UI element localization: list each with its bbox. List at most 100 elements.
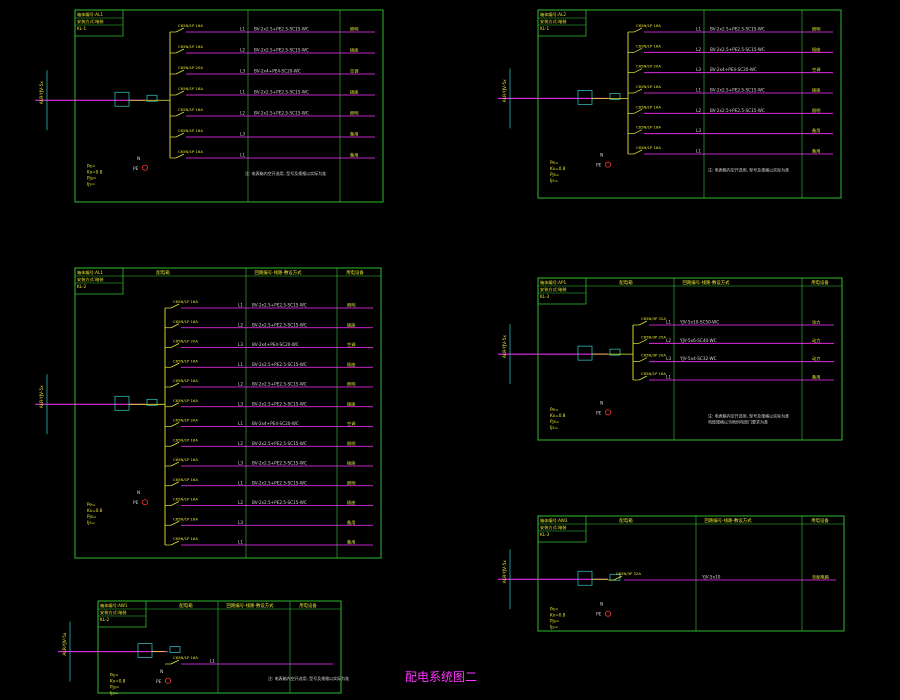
breaker-label: C65N/1P 16A [173,536,198,541]
cable-spec: BV-2x2.5+PE2.5-SC15-WC [252,382,307,387]
branch-circuit: C65N/1P 16A L3 备用 [170,128,375,138]
panel-bl: 箱体编号:AW1安装方式:暗装KL-2配电箱回路编号-线路-敷设方式用电设备AL… [58,600,349,695]
cable-spec: YJV-5x10 [701,575,721,580]
load-name: 动力 [812,355,820,362]
load-name: 备用 [812,127,820,134]
calc-value: Pe= [550,160,559,165]
neutral-label: N [160,669,163,675]
load-name: 插座 [350,47,358,54]
breaker-label: C65N/1P 16A [636,104,661,109]
cable-spec: BV-2x2.5+PE2.5-SC15-WC [252,322,307,327]
breaker-contact [170,402,180,408]
earth-label: PE [133,500,139,506]
panel-header-text: 箱体编号:AP1 [540,279,567,286]
meter-symbol [169,646,181,653]
neutral-label: N [137,156,140,162]
column-header: 回路编号-线路-敷设方式 [254,269,302,276]
panel-frame [537,9,842,199]
neutral-label: N [137,490,140,496]
breaker-label: C65N/1P 16A [178,128,203,133]
load-name: 空调 [812,66,820,73]
breaker-contact [638,339,648,344]
breaker-contact [170,382,180,388]
calc-value: Kx=0.8 [87,508,103,513]
cable-spec: BV-2x4+PE4-SC20-WC [254,69,301,74]
cable-spec: YJV-5x4-SC32-WC [679,356,717,361]
meter-symbol [609,93,621,100]
sheet-title: 配电系统图二 [405,670,477,684]
breaker-label: C65N/1P 20A [173,418,198,423]
meter-symbol [146,94,158,102]
calc-value: Pjs= [550,419,560,424]
cable-spec: BV-2x2.5+PE2.5-SC15-WC [252,441,307,446]
load-name: 动力 [812,319,820,326]
panel-header-text: KL-3 [540,294,550,299]
load-name: 插座 [347,400,355,407]
earth-marker-icon [141,164,148,171]
breaker-contact [170,461,180,467]
main-switch-symbol [114,91,130,107]
panel-header-box [537,277,587,305]
panel-frame [97,600,342,694]
phase-label: L3 [238,520,243,525]
panel-header-text: 箱体编号:AL1 [77,269,103,276]
breaker-contact [175,48,185,54]
main-switch-symbol [577,570,593,586]
neutral-label: N [600,602,603,608]
breaker-label: C65N/1P 16A [178,149,203,154]
load-name: 备用 [347,539,355,546]
panel-frame [537,515,845,632]
phase-label: L3 [240,132,245,137]
breaker-contact [170,441,180,447]
breaker-label: C65N/1P 16A [173,437,198,442]
breaker-label: C65N/1P 16A [636,125,661,130]
phase-label: L3 [238,342,243,347]
cable-spec: BV-2x2.5+PE2.5-SC15-WC [252,362,307,367]
load-name: 照明 [350,111,358,117]
load-name: 空调 [350,68,358,75]
breaker-contact [170,422,180,427]
load-name: 备用 [350,131,358,138]
breaker-label: C65N/1P 16A [173,299,198,304]
calc-value: Pe= [550,606,559,611]
breaker-label: C65N/1P 16A [636,23,661,28]
panel-header-text: KL-3 [540,532,550,537]
cable-spec: BV-2x2.5+PE2.5-SC15-WC [710,27,765,32]
breaker-label: C65N/3P 32A [641,316,666,321]
panel-mr: 箱体编号:AP1安装方式:暗装KL-3配电箱回路编号-线路-敷设方式用电设备AL… [498,277,843,441]
breaker-contact [613,575,623,581]
breaker-label: C65N/1P 20A [178,65,203,70]
calc-value: Ijs= [550,425,559,430]
breaker-contact [175,111,185,117]
panel-header-text: 安装方式:暗装 [540,18,567,25]
earth-label: PE [596,410,602,416]
breaker-label: C65N/1P 16A [636,145,661,150]
breaker-label: C65N/1P 16A [178,107,203,112]
breaker-contact [638,375,648,381]
panel-header-text: 箱体编号:AW2 [540,517,568,524]
panel-header-text: 安装方式:暗装 [100,609,127,616]
cable-spec: BV-2x2.5+PE2.5-SC15-WC [252,461,307,466]
cable-spec: BV-2x2.5+PE2.5-SC15-WC [252,480,307,485]
load-name: 插座 [347,460,355,467]
cable-spec: YJV-5x10-SC50-WC [679,320,719,325]
breaker-label: C65N/1P 16A [636,43,661,48]
phase-label: L3 [696,128,701,133]
incoming-cable-label: ALR-YJV-5x [502,79,508,102]
breaker-label: C65N/1P 16A [173,497,198,502]
load-name: 照明 [812,27,820,33]
cable-spec: BV-2x4+PE4-SC20-WC [252,342,299,347]
phase-label: L3 [238,461,243,466]
cable-spec: BV-2x2.5+PE2.5-SC15-WC [710,88,765,93]
cable-spec: BV-2x2.5+PE2.5-SC15-WC [710,108,765,113]
calc-value: Pjs= [87,175,97,180]
